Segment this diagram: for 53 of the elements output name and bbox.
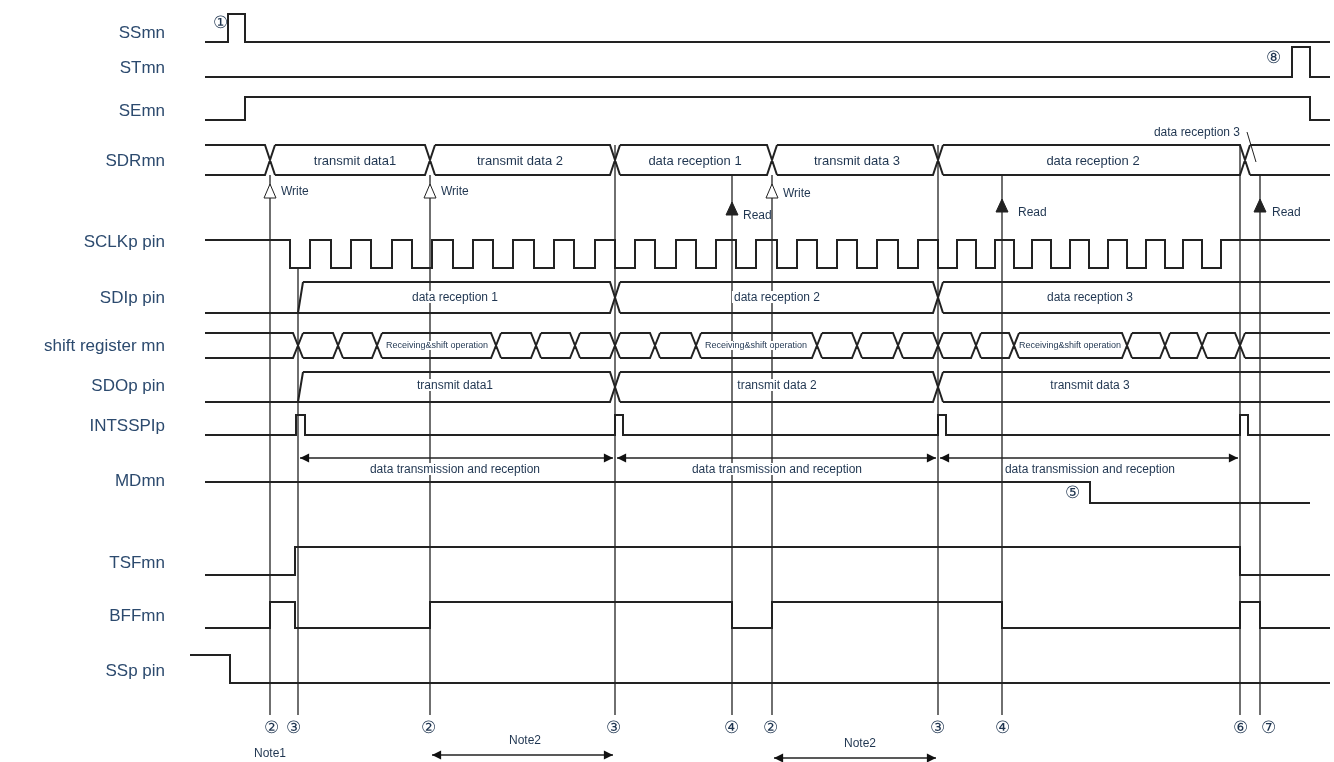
- bus-label: Receiving&shift operation: [1016, 340, 1124, 350]
- bus-label: transmit data 2: [475, 153, 565, 167]
- signal-name: TSFmn: [109, 553, 165, 571]
- signal-name: MDmn: [114, 471, 165, 489]
- callout-number: ③: [929, 718, 945, 736]
- signal-name: SDIp pin: [99, 288, 165, 306]
- event-label: Write: [281, 185, 309, 197]
- signal-name: SSmn: [118, 23, 165, 41]
- callout-number: ⑤: [1064, 483, 1080, 501]
- bus-label: transmit data1: [415, 379, 495, 391]
- signal-name: SDOp pin: [91, 376, 165, 394]
- signal-name: STmn: [119, 58, 165, 76]
- callout-number: ④: [723, 718, 739, 736]
- event-label: Write: [783, 187, 811, 199]
- bus-label: Receiving&shift operation: [702, 340, 810, 350]
- event-label: Read: [1272, 206, 1301, 218]
- callout-number: ⑧: [1266, 48, 1281, 66]
- signal-name: shift register mn: [44, 336, 165, 354]
- bus-label: data reception 3: [1044, 291, 1136, 303]
- bus-label: transmit data 3: [812, 153, 902, 167]
- bus-label: data reception 1: [646, 153, 744, 167]
- signal-name: SDRmn: [105, 151, 165, 169]
- bus-label: Receiving&shift operation: [383, 340, 491, 350]
- callout-number: ②: [263, 718, 279, 736]
- note-label: Note2: [842, 737, 878, 749]
- event-label: Write: [441, 185, 469, 197]
- callout-number: ②: [762, 718, 778, 736]
- signal-name: INTSSPIp: [89, 416, 165, 434]
- event-label: Read: [1018, 206, 1047, 218]
- span-label: data transmission and reception: [689, 463, 865, 475]
- signal-name: BFFmn: [109, 606, 165, 624]
- signal-name: SEmn: [118, 101, 165, 119]
- signal-name: SCLKp pin: [83, 232, 165, 250]
- bus-label: transmit data 3: [1048, 379, 1132, 391]
- callout-number: ③: [285, 718, 301, 736]
- note-label: Note2: [507, 734, 543, 746]
- callout-number: ②: [420, 718, 436, 736]
- bus-label: data reception 2: [1044, 153, 1142, 167]
- callout-number: ⑦: [1260, 718, 1276, 736]
- bus-label: data reception 3: [1151, 126, 1242, 138]
- span-label: data transmission and reception: [1002, 463, 1178, 475]
- bus-label: data reception 1: [409, 291, 501, 303]
- callout-number: ④: [994, 718, 1010, 736]
- note-label: Note1: [252, 747, 288, 759]
- callout-number: ⑥: [1232, 718, 1248, 736]
- callout-number: ③: [605, 718, 621, 736]
- callout-number: ①: [213, 13, 228, 31]
- signal-name: SSp pin: [105, 661, 165, 679]
- bus-label: data reception 2: [731, 291, 823, 303]
- span-label: data transmission and reception: [367, 463, 543, 475]
- bus-label: transmit data 2: [735, 379, 819, 391]
- bus-label: transmit data1: [311, 153, 399, 167]
- event-label: Read: [743, 209, 772, 221]
